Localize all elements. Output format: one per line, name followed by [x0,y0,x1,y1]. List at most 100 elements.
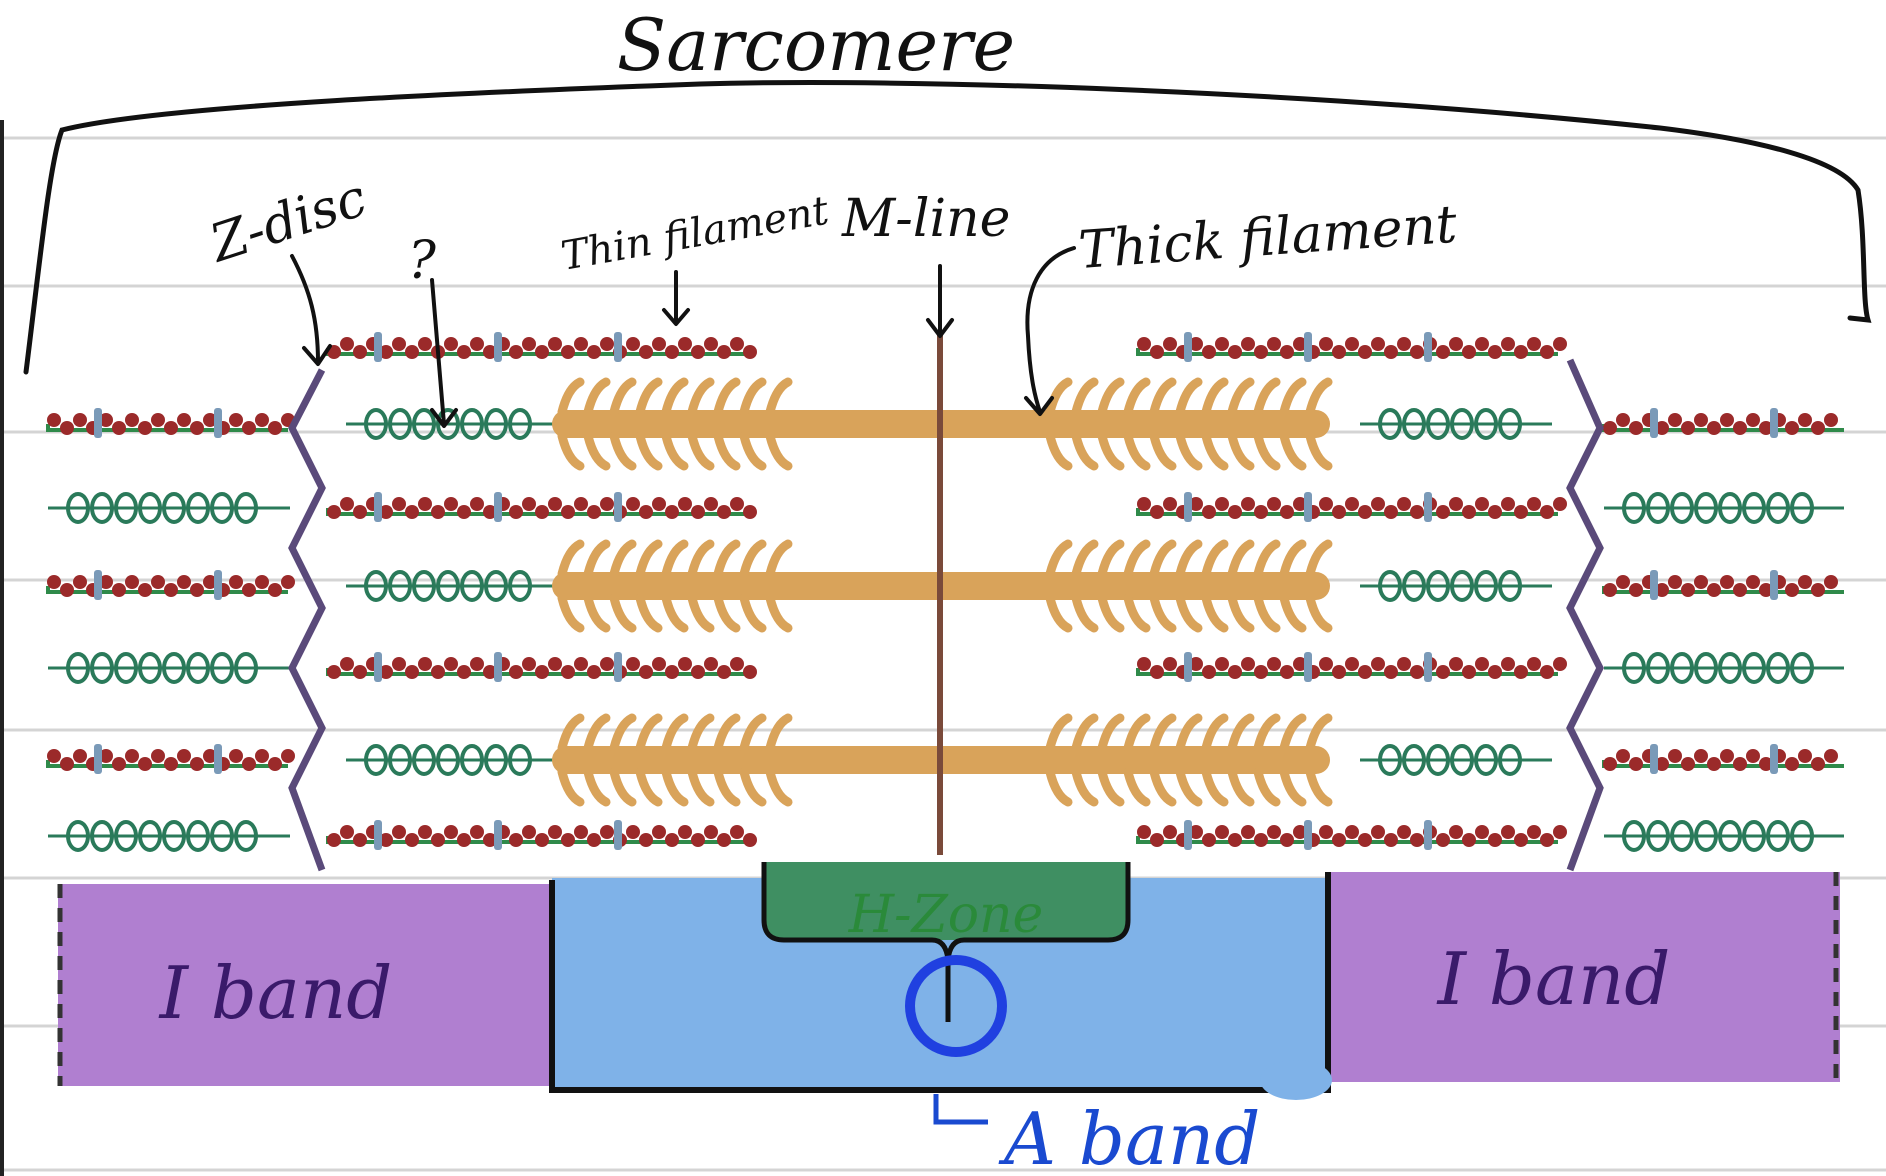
actin-bead [405,665,419,679]
actin-bead [353,345,367,359]
titin-coil [162,820,186,852]
actin-bead [379,833,393,847]
titin-coil [66,492,90,524]
actin-bead [665,833,679,847]
actin-bead [1514,833,1528,847]
actin-bead [1163,497,1177,511]
myosin-head [1097,767,1125,807]
myosin-head [1149,593,1177,633]
actin-bead [177,413,191,427]
myosin-head [1045,431,1073,471]
actin-bead [1811,421,1825,435]
myosin-head [661,539,689,579]
actin-bead [281,749,295,763]
titin-coil [508,570,532,602]
actin-bead [1759,757,1773,771]
troponin-marker [1184,820,1192,850]
troponin-marker [1650,570,1658,600]
actin-bead [1254,833,1268,847]
actin-bead [665,345,679,359]
myosin-head [687,713,715,753]
actin-bead [418,337,432,351]
actin-bead [587,665,601,679]
myosin-head [765,431,793,471]
actin-bead [392,337,406,351]
titin-coil [114,492,138,524]
actin-bead [1358,665,1372,679]
actin-bead [1345,337,1359,351]
myosin-head [1045,377,1073,417]
actin-bead [1707,583,1721,597]
actin-bead [1202,833,1216,847]
actin-bead [1811,583,1825,597]
actin-bead [379,505,393,519]
actin-bead [1501,825,1515,839]
actin-bead [509,345,523,359]
h-zone [764,862,1128,940]
myosin-head [1097,593,1125,633]
myosin-head [713,713,741,753]
actin-bead [392,497,406,511]
myosin-head [635,431,663,471]
actin-bead [1163,657,1177,671]
actin-bead [444,337,458,351]
actin-bead [1527,497,1541,511]
actin-bead [242,757,256,771]
actin-bead [73,413,87,427]
actin-bead [470,657,484,671]
myosin-head [583,713,611,753]
actin-bead [652,497,666,511]
actin-bead [1668,413,1682,427]
actin-bead [1616,413,1630,427]
actin-bead [392,657,406,671]
actin-bead [1280,665,1294,679]
myosin-head [1253,377,1281,417]
actin-bead [483,665,497,679]
actin-bead [1254,345,1268,359]
actin-bead [255,749,269,763]
actin-bead [1228,665,1242,679]
actin-bead [444,497,458,511]
troponin-marker [1424,332,1432,362]
myosin-head [609,539,637,579]
actin-bead [1189,337,1203,351]
actin-bead [1202,345,1216,359]
actin-bead [1215,337,1229,351]
myosin-head [635,377,663,417]
actin-bead [1267,337,1281,351]
actin-bead [1759,583,1773,597]
titin-coil [412,570,436,602]
actin-bead [730,657,744,671]
titin-coil [162,492,186,524]
actin-bead [1527,657,1541,671]
troponin-marker [494,652,502,682]
titin-coil [1622,820,1646,852]
myosin-head [687,431,715,471]
actin-bead [1733,583,1747,597]
actin-bead [1449,497,1463,511]
troponin-marker [94,408,102,438]
actin-bead [691,345,705,359]
actin-bead [1228,833,1242,847]
actin-bead [1319,825,1333,839]
actin-bead [1694,575,1708,589]
actin-bead [60,583,74,597]
titin-coil [436,744,460,776]
actin-bead [392,825,406,839]
actin-bead [1449,337,1463,351]
titin-coil [1402,744,1426,776]
myosin-head [1253,767,1281,807]
actin-bead [431,505,445,519]
actin-bead [743,833,757,847]
troponin-marker [1770,744,1778,774]
titin-coil [1402,570,1426,602]
actin-bead [691,505,705,519]
actin-bead [1241,657,1255,671]
myosin-head [1305,539,1333,579]
actin-bead [1280,345,1294,359]
actin-bead [268,421,282,435]
actin-bead [1746,749,1760,763]
myosin-head [1279,593,1307,633]
troponin-marker [94,744,102,774]
